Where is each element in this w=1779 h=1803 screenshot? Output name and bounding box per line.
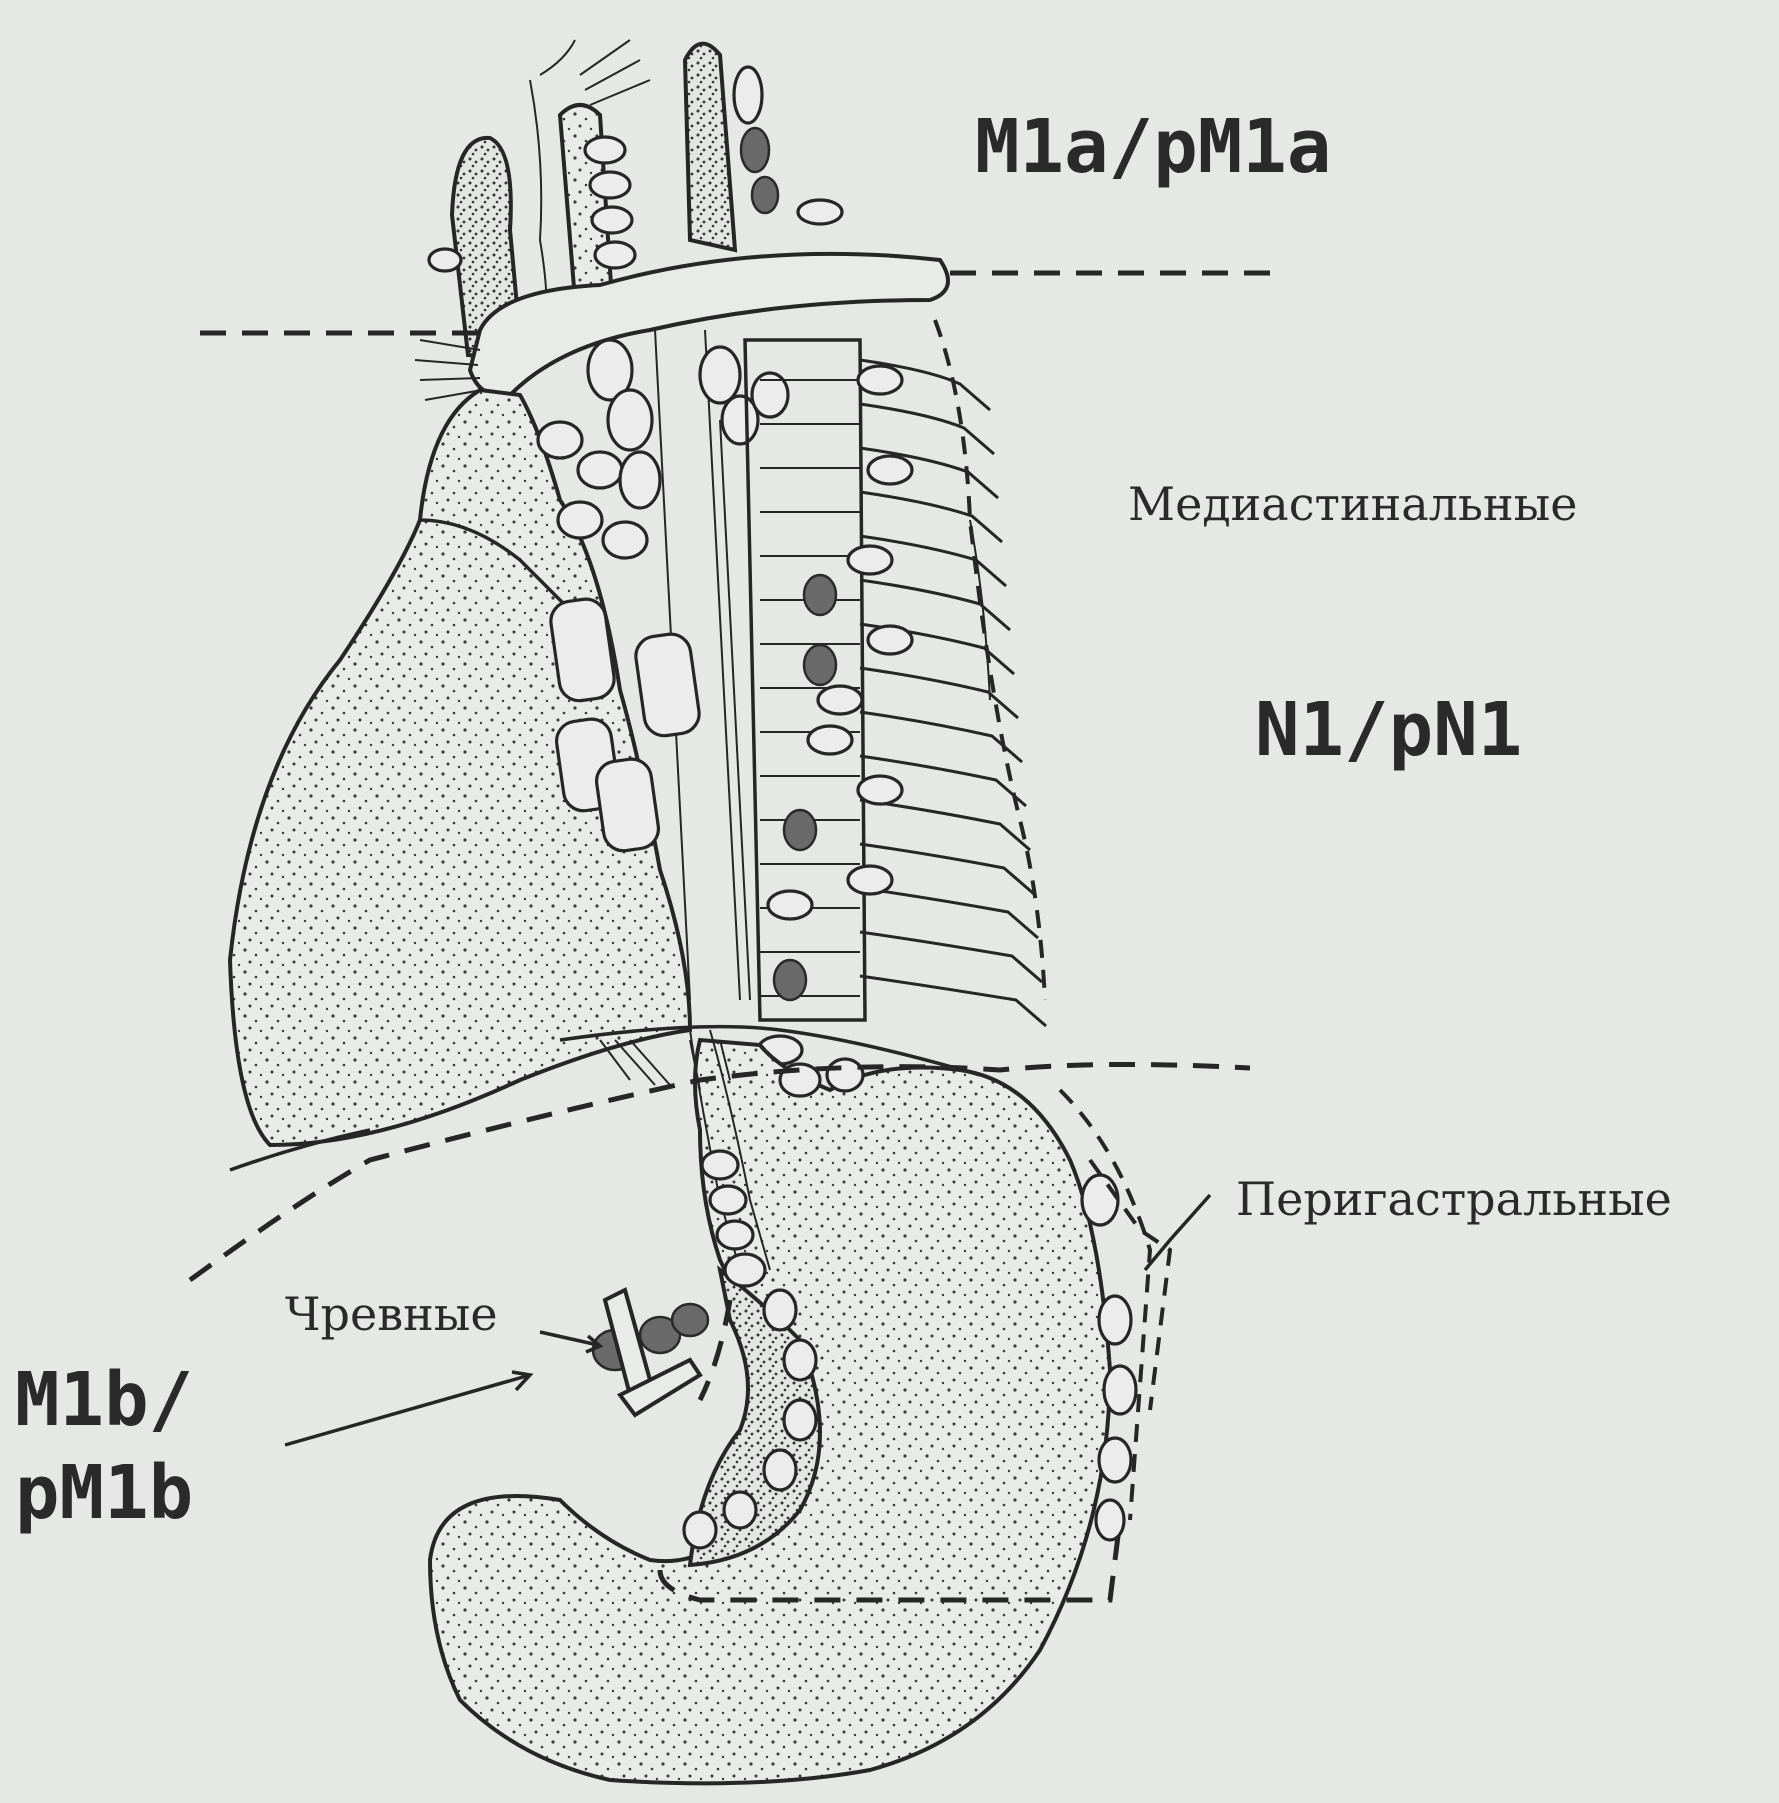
lymph-node <box>774 960 806 1000</box>
rib <box>860 932 1042 982</box>
lymph-node <box>768 891 812 919</box>
label-celiac: Чревные <box>285 1287 498 1341</box>
m1b-arrow <box>285 1375 530 1445</box>
label-mediastinal: Медиастинальные <box>1128 477 1577 531</box>
lymph-node <box>818 686 862 714</box>
lymph-node <box>784 810 816 850</box>
rib <box>860 888 1038 938</box>
lymph-node <box>848 546 892 574</box>
label-m1b-line2: pM1b <box>15 1450 193 1536</box>
lymph-node <box>868 456 912 484</box>
lymph-node <box>804 575 836 615</box>
lymph-node <box>804 645 836 685</box>
lymph-node <box>858 366 902 394</box>
label-m1a: M1a/pM1a <box>975 104 1331 190</box>
celiac-node-3 <box>672 1304 708 1336</box>
lymph-node <box>868 626 912 654</box>
spine-ribs <box>745 320 1046 1064</box>
rib <box>860 580 1010 630</box>
stomach <box>430 1040 1120 1783</box>
lymph-node <box>808 726 852 754</box>
rib <box>860 492 1002 542</box>
rib <box>860 404 994 454</box>
label-perigastric: Перигастральные <box>1236 1172 1672 1226</box>
lymph-node <box>848 866 892 894</box>
rib <box>860 800 1030 850</box>
lymph-node <box>858 776 902 804</box>
perigastric-leader <box>1145 1195 1210 1270</box>
label-n1: N1/pN1 <box>1255 687 1522 773</box>
label-m1b-line1: M1b/ <box>15 1357 193 1443</box>
rib <box>860 976 1046 1026</box>
rib <box>860 668 1018 718</box>
